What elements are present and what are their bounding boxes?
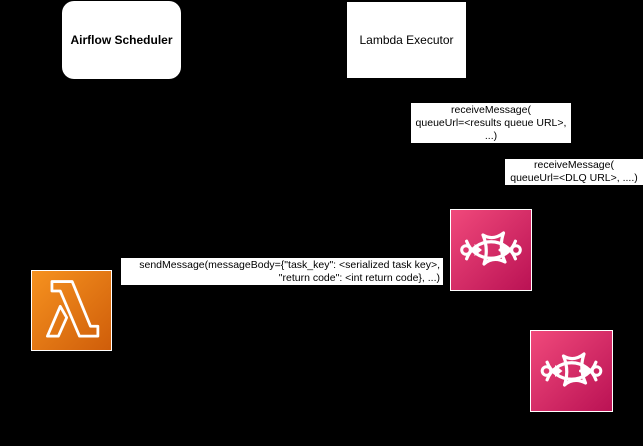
node-airflow-scheduler-label: Airflow Scheduler (70, 33, 173, 47)
edge-label-send-message-line2: "return code": <int return code}, ...) (278, 271, 440, 284)
node-lambda-executor-label: Lambda Executor (359, 33, 454, 47)
edge-label-receive-results: receiveMessage( queueUrl=<results queue … (411, 103, 571, 143)
lambda-function-icon (31, 270, 112, 351)
edge-label-receive-results-line3: ...) (484, 129, 498, 142)
edge-label-send-message-line1: sendMessage(messageBody={"task_key": <se… (139, 258, 440, 271)
node-airflow-scheduler: Airflow Scheduler (62, 1, 181, 79)
node-lambda-executor: Lambda Executor (347, 2, 466, 78)
edge-label-receive-dlq: receiveMessage( queueUrl=<DLQ URL>, ....… (505, 159, 643, 185)
edge-label-receive-results-line2: queueUrl=<results queue URL>, (415, 116, 567, 129)
edge-label-receive-dlq-line2: queueUrl=<DLQ URL>, ....) (510, 172, 638, 184)
lambda-glyph (46, 280, 100, 338)
edge-label-receive-results-line1: receiveMessage( (451, 103, 531, 116)
edge-label-receive-dlq-line1: receiveMessage( (534, 159, 614, 171)
edge-label-send-message: sendMessage(messageBody={"task_key": <se… (121, 258, 443, 285)
sqs-glyph (540, 352, 603, 387)
sqs-dead-letter-queue-icon (530, 330, 613, 412)
sqs-results-queue-icon (450, 209, 532, 291)
sqs-glyph (460, 231, 522, 266)
